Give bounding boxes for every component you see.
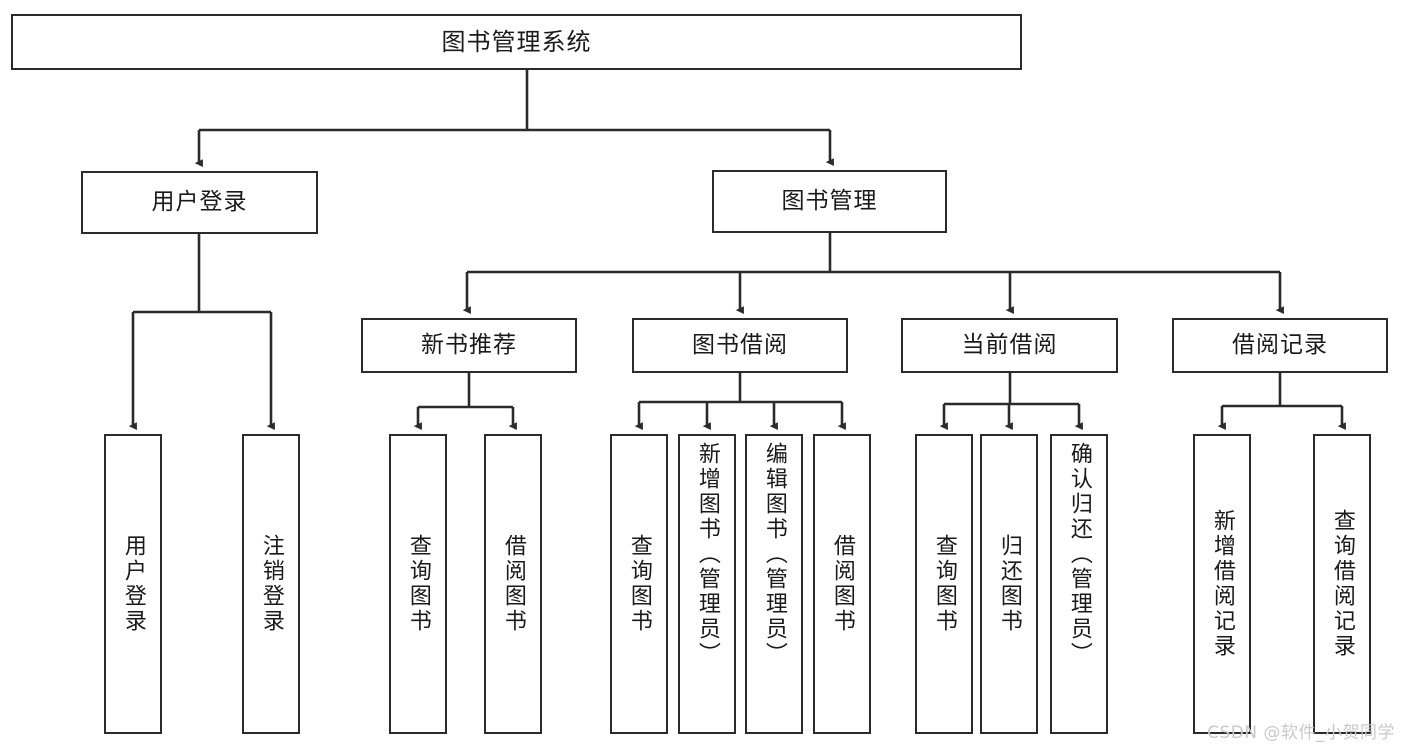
leaf-content: 注销登录 [244,436,298,732]
leaf-current-return-book[interactable]: 归还图书 [980,434,1038,734]
leaf-content: 借阅图书 [815,436,869,732]
leaf-current-query-book[interactable]: 查询图书 [915,434,973,734]
leaf-borrow-add-book-admin[interactable]: 新增图书（管理员） [678,434,736,734]
leaf-user-login-logout[interactable]: 注销登录 [242,434,300,734]
leaf-content: 编辑图书（管理员） [747,436,801,738]
node-label: 图书借阅 [692,331,788,358]
leaf-content: 查询图书 [391,436,445,732]
leaf-label: 确认归还（管理员） [1066,442,1092,667]
leaf-borrow-query-book[interactable]: 查询图书 [610,434,668,734]
node-label: 当前借阅 [961,331,1058,358]
node-label: 新书推荐 [421,331,517,358]
leaf-borrow-borrow-book[interactable]: 借阅图书 [813,434,871,734]
node-current-borrow[interactable]: 当前借阅 [901,318,1118,373]
node-book-management[interactable]: 图书管理 [712,170,947,233]
leaf-label: 查询图书 [405,534,431,634]
leaf-label: 查询图书 [626,534,652,634]
leaf-new-book-query-book[interactable]: 查询图书 [389,434,447,734]
node-new-book-recommend[interactable]: 新书推荐 [361,318,577,373]
node-root-book-management-system[interactable]: 图书管理系统 [11,14,1022,70]
leaf-label: 借阅图书 [500,534,526,634]
node-label: 用户登录 [151,188,248,215]
leaf-label: 查询借阅记录 [1329,509,1355,659]
leaf-content: 新增借阅记录 [1195,436,1249,732]
leaf-borrow-edit-book-admin[interactable]: 编辑图书（管理员） [745,434,803,734]
leaf-content: 用户登录 [106,436,160,732]
leaf-content: 查询图书 [612,436,666,732]
leaf-user-login-login[interactable]: 用户登录 [104,434,162,734]
leaf-record-add-borrow-record[interactable]: 新增借阅记录 [1193,434,1251,734]
leaf-label: 用户登录 [120,534,146,634]
leaf-content: 归还图书 [982,436,1036,732]
leaf-current-confirm-return-admin[interactable]: 确认归还（管理员） [1050,434,1108,734]
leaf-content: 查询图书 [917,436,971,732]
leaf-label: 编辑图书（管理员） [761,442,787,667]
node-user-login[interactable]: 用户登录 [81,171,318,234]
node-borrow-record[interactable]: 借阅记录 [1172,318,1388,373]
leaf-record-query-borrow-record[interactable]: 查询借阅记录 [1313,434,1371,734]
leaf-label: 查询图书 [931,534,957,634]
leaf-label: 新增借阅记录 [1209,509,1235,659]
node-label: 图书管理系统 [441,27,592,56]
node-label: 借阅记录 [1232,331,1328,358]
leaf-content: 借阅图书 [486,436,540,732]
leaf-content: 新增图书（管理员） [680,436,734,738]
leaf-label: 归还图书 [996,534,1022,634]
csdn-watermark: CSDN @软件_小贺同学 [1207,723,1395,743]
leaf-label: 借阅图书 [829,534,855,634]
leaf-label: 新增图书（管理员） [694,442,720,667]
leaf-new-book-borrow-book[interactable]: 借阅图书 [484,434,542,734]
leaf-content: 确认归还（管理员） [1052,436,1106,738]
leaf-label: 注销登录 [258,534,284,634]
node-book-borrow[interactable]: 图书借阅 [632,318,848,373]
leaf-content: 查询借阅记录 [1315,436,1369,732]
node-label: 图书管理 [781,187,878,214]
